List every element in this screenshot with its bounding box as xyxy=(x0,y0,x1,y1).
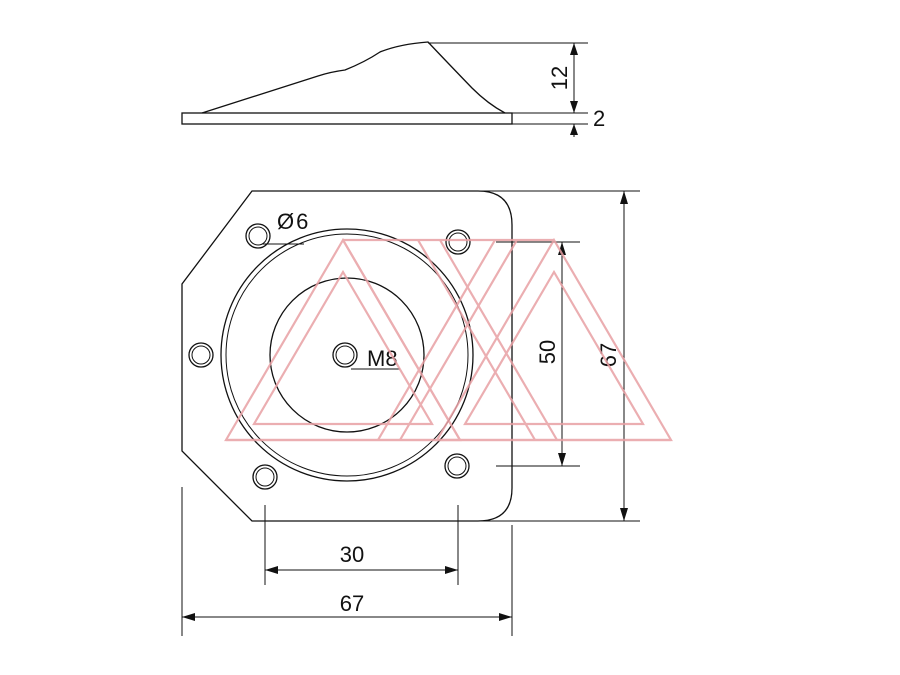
mounting-hole-bottom-left xyxy=(252,464,278,490)
arrow-50-bottom xyxy=(558,453,566,466)
watermark-cross-4 xyxy=(417,239,536,441)
arrow-67v-top xyxy=(620,191,628,204)
plate-outline xyxy=(181,190,513,522)
arrow-67v-bottom xyxy=(620,508,628,521)
dim-label-67-horizontal: 67 xyxy=(340,591,364,616)
mounting-hole-bottom-left-inner xyxy=(255,467,275,487)
watermark-cross-2 xyxy=(377,239,496,441)
arrow-30-right xyxy=(445,566,458,574)
mounting-hole-bottom-right xyxy=(444,453,470,479)
diameter-value: 6 xyxy=(296,209,308,234)
mounting-hole-top-right xyxy=(445,229,471,255)
arrow-12-top xyxy=(570,43,578,55)
top-view: M8 Ø6 67 50 30 xyxy=(181,190,640,636)
mounting-hole-top-left xyxy=(245,223,271,249)
watermark-cross-3 xyxy=(399,239,518,441)
watermark-cross-5 xyxy=(439,239,558,441)
hole-diameter-label: Ø6 xyxy=(277,209,308,234)
dim-label-50: 50 xyxy=(535,340,560,364)
mounting-hole-left-inner xyxy=(191,345,211,365)
mounting-hole-left xyxy=(188,342,214,368)
side-view-base-plate xyxy=(181,112,513,125)
watermark-logo xyxy=(224,237,673,442)
diameter-symbol: Ø xyxy=(277,209,294,234)
center-hole-m8 xyxy=(332,342,358,368)
watermark-triangle-right-inner xyxy=(463,269,645,426)
raised-dome xyxy=(269,277,425,433)
outer-ring xyxy=(220,228,474,482)
side-view: 12 2 xyxy=(181,41,605,137)
mounting-hole-top-right-inner xyxy=(448,232,468,252)
arrow-67h-left xyxy=(182,613,195,621)
center-hole-m8-inner xyxy=(335,345,355,365)
mounting-hole-top-left-inner xyxy=(248,226,268,246)
dim-label-30: 30 xyxy=(340,542,364,567)
watermark-triangle-left-inner xyxy=(252,269,434,426)
arrow-12-bottom xyxy=(570,101,578,113)
arrow-30-left xyxy=(265,566,278,574)
outer-ring-inner-edge xyxy=(225,233,469,477)
arrow-67h-right xyxy=(499,613,512,621)
mounting-hole-bottom-right-inner xyxy=(447,456,467,476)
side-view-profile xyxy=(201,41,506,114)
dim-label-12: 12 xyxy=(547,66,572,90)
watermark-cross-1 xyxy=(342,239,461,441)
arrow-2-top xyxy=(570,124,578,135)
dim-label-2: 2 xyxy=(593,106,605,131)
